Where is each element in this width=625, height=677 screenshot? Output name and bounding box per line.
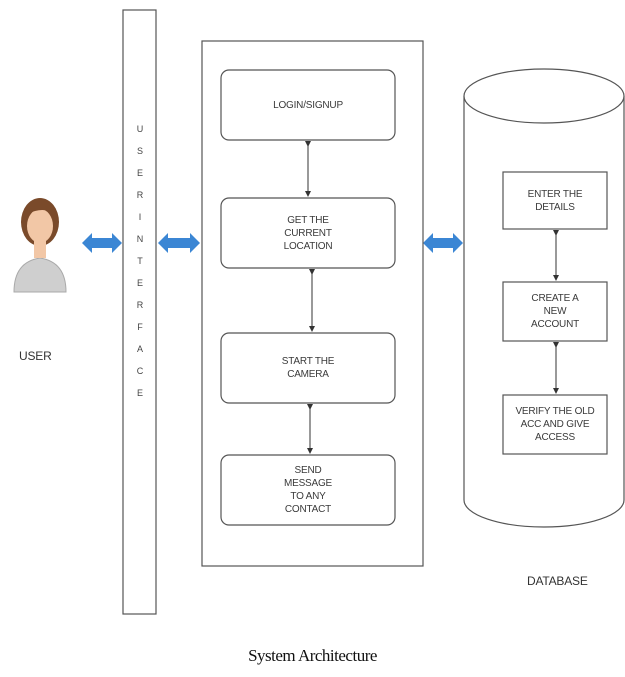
- db-step-box: [502, 281, 608, 342]
- interface-letter: E: [136, 278, 143, 288]
- app-step-box: [220, 454, 396, 526]
- interface-letter: N: [136, 234, 144, 244]
- interface-letter: F: [137, 322, 143, 332]
- interface-letter: U: [136, 124, 144, 134]
- interface-letter: S: [136, 146, 143, 156]
- enter-details-step: ENTER THE DETAILS: [527, 188, 583, 213]
- app-database-connector: [423, 233, 463, 253]
- diagram-caption: System Architecture: [248, 646, 377, 665]
- interface-letter: A: [136, 344, 143, 354]
- interface-letter: I: [138, 212, 142, 222]
- create-account-step: CREATE A NEW ACCOUNT: [530, 293, 580, 330]
- interface-letter: E: [136, 388, 143, 398]
- start-camera-step: START THE CAMERA: [281, 356, 335, 380]
- db-step-box: [502, 394, 608, 455]
- database-label: DATABASE: [527, 574, 588, 588]
- get-location-step: GET THE CURRENT LOCATION: [283, 214, 333, 252]
- verify-account-step: VERIFY THE OLD ACC AND GIVE ACCESS: [515, 406, 595, 443]
- app-step-box: [220, 69, 396, 141]
- interface-letter: E: [136, 168, 143, 178]
- user-label: USER: [19, 349, 52, 363]
- user-interface-bar: [122, 9, 157, 615]
- interface-letter: R: [136, 300, 144, 310]
- user-avatar-icon: [13, 198, 67, 293]
- interface-letter: T: [137, 256, 143, 266]
- interface-letter: C: [136, 366, 144, 376]
- login-signup-step: LOGIN/SIGNUP: [273, 99, 343, 111]
- user-interface-label: U S E R I N T E R F A C E: [124, 118, 156, 404]
- user-interface-connector: [82, 233, 122, 253]
- app-step-box: [220, 197, 396, 269]
- app-step-box: [220, 332, 396, 404]
- send-message-step: SEND MESSAGE TO ANY CONTACT: [283, 465, 333, 515]
- db-step-box: [502, 171, 608, 230]
- interface-letter: R: [136, 190, 144, 200]
- interface-app-connector: [158, 233, 200, 253]
